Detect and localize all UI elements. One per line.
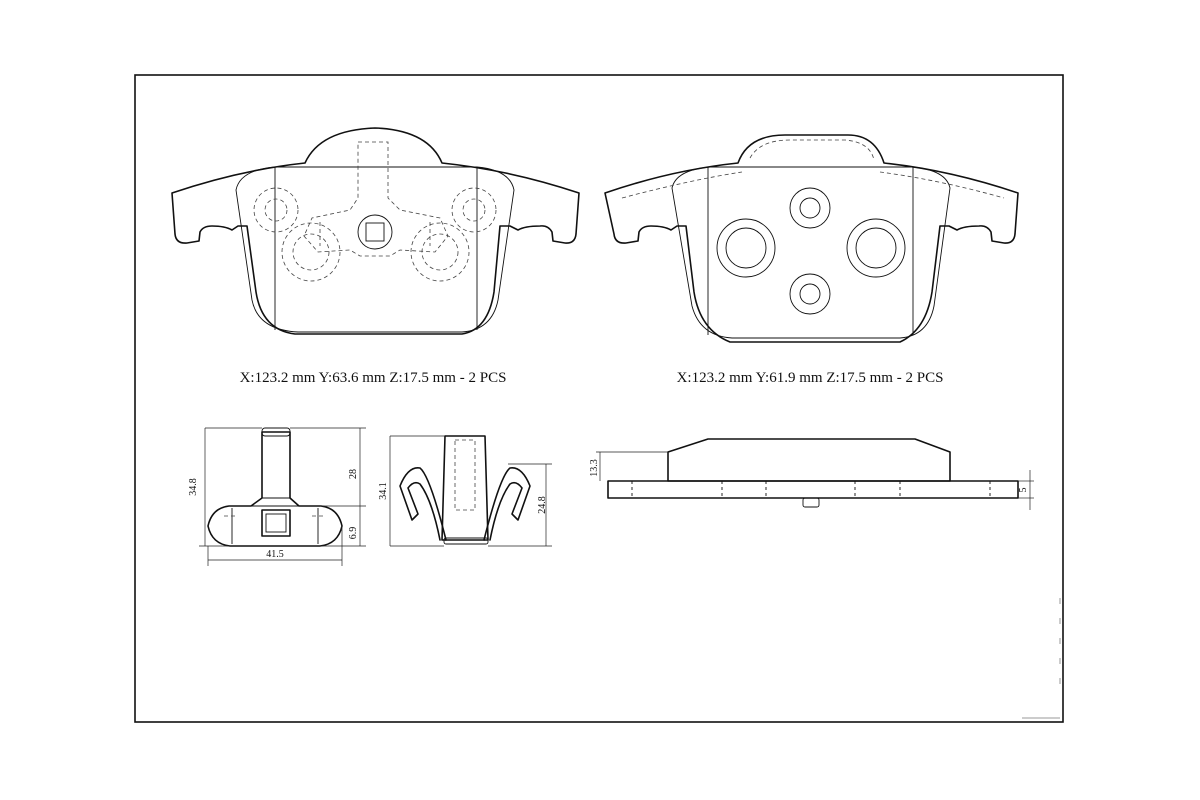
frame-edge-marks xyxy=(1022,598,1061,719)
dim-friction-thickness: 13.3 xyxy=(589,459,600,477)
side-view-dimension-lines xyxy=(596,451,1034,510)
pad-right-dimensions-caption: X:123.2 mm Y:61.9 mm Z:17.5 mm - 2 PCS xyxy=(677,370,944,386)
dim-plate-thickness: 5 xyxy=(1018,488,1029,493)
drawing-frame xyxy=(134,74,1064,723)
dim-clip-height: 24.8 xyxy=(537,496,548,514)
retaining-clip-view xyxy=(399,435,531,545)
brake-pad-right-drawing xyxy=(604,134,1019,343)
dim-sensor-width: 41.5 xyxy=(266,549,284,560)
dim-sensor-lower-height: 6.9 xyxy=(348,527,359,540)
pad-side-view xyxy=(607,438,1019,508)
sensor-mount-view xyxy=(207,427,343,547)
dim-sensor-upper-height: 28 xyxy=(348,469,359,479)
dim-sensor-total-height: 34.8 xyxy=(188,478,199,496)
clip-dimension-lines xyxy=(389,435,552,547)
sensor-dimension-lines xyxy=(199,427,366,566)
brake-pad-left-drawing xyxy=(171,127,580,335)
dim-clip-total-height: 34.1 xyxy=(378,482,389,500)
pad-left-dimensions-caption: X:123.2 mm Y:63.6 mm Z:17.5 mm - 2 PCS xyxy=(240,370,507,386)
